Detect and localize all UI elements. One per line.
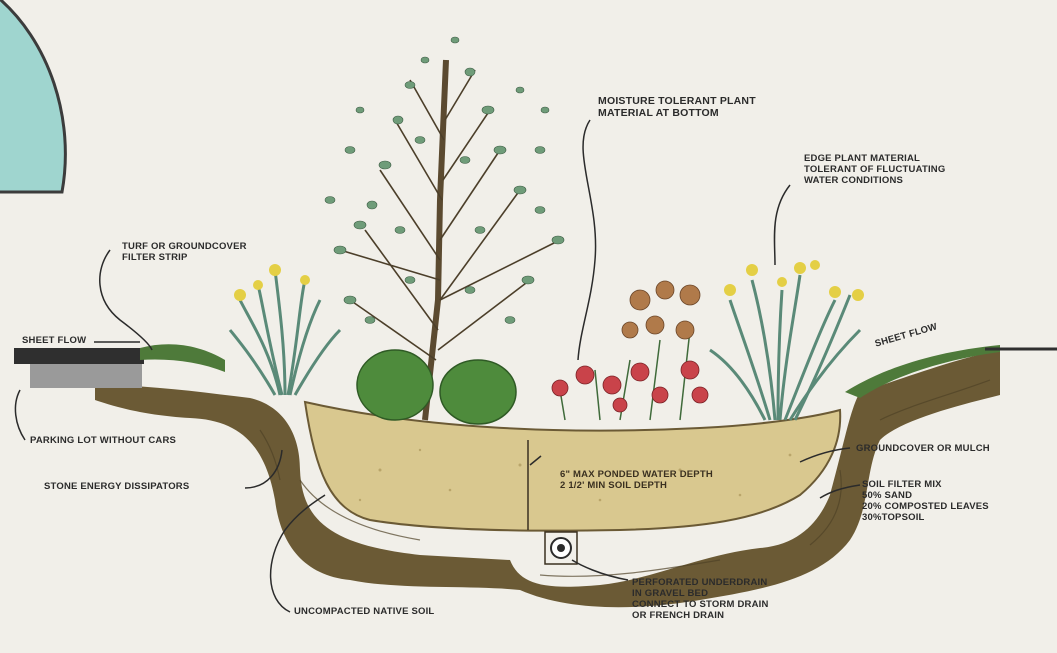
label-line: 2 1/2' MIN SOIL DEPTH — [560, 481, 713, 492]
label-ponded-depth: 6" MAX PONDED WATER DEPTH 2 1/2' MIN SOI… — [560, 470, 713, 492]
label-soil-filter-mix: SOIL FILTER MIX 50% SAND 20% COMPOSTED L… — [862, 480, 989, 524]
label-groundcover-mulch: GROUNDCOVER OR MULCH — [856, 444, 990, 455]
label-line: WATER CONDITIONS — [804, 176, 945, 187]
underdrain-pipe-icon — [545, 532, 577, 564]
label-parking-lot: PARKING LOT WITHOUT CARS — [30, 436, 176, 447]
left-iris-flowers — [234, 264, 310, 301]
label-line: 30%TOPSOIL — [862, 513, 989, 524]
label-turf-filter: TURF OR GROUNDCOVER FILTER STRIP — [122, 242, 247, 264]
label-edge-plant: EDGE PLANT MATERIAL TOLERANT OF FLUCTUAT… — [804, 154, 945, 187]
left-iris-plants — [230, 270, 340, 395]
label-moisture-tolerant: MOISTURE TOLERANT PLANT MATERIAL AT BOTT… — [598, 95, 756, 119]
shrubs — [357, 350, 516, 424]
label-line: FILTER STRIP — [122, 253, 247, 264]
teal-corner-tab — [0, 0, 65, 192]
right-iris-flowers — [724, 260, 864, 301]
label-underdrain: PERFORATED UNDERDRAIN IN GRAVEL BED CONN… — [632, 578, 769, 622]
left-grass-edge — [140, 344, 225, 372]
label-line: MOISTURE TOLERANT PLANT — [598, 95, 756, 107]
soil-filter-mix-bowl — [305, 402, 840, 531]
label-stone-energy: STONE ENERGY DISSIPATORS — [44, 482, 189, 493]
label-line: MATERIAL AT BOTTOM — [598, 107, 756, 119]
label-native-soil: UNCOMPACTED NATIVE SOIL — [294, 607, 434, 618]
parking-lot-pavement — [14, 348, 144, 364]
parking-lot-gravel — [30, 364, 142, 388]
label-sheet-flow-left: SHEET FLOW — [22, 336, 86, 347]
flowering-perennials — [552, 281, 708, 420]
label-line: OR FRENCH DRAIN — [632, 611, 769, 622]
tree — [325, 37, 564, 420]
